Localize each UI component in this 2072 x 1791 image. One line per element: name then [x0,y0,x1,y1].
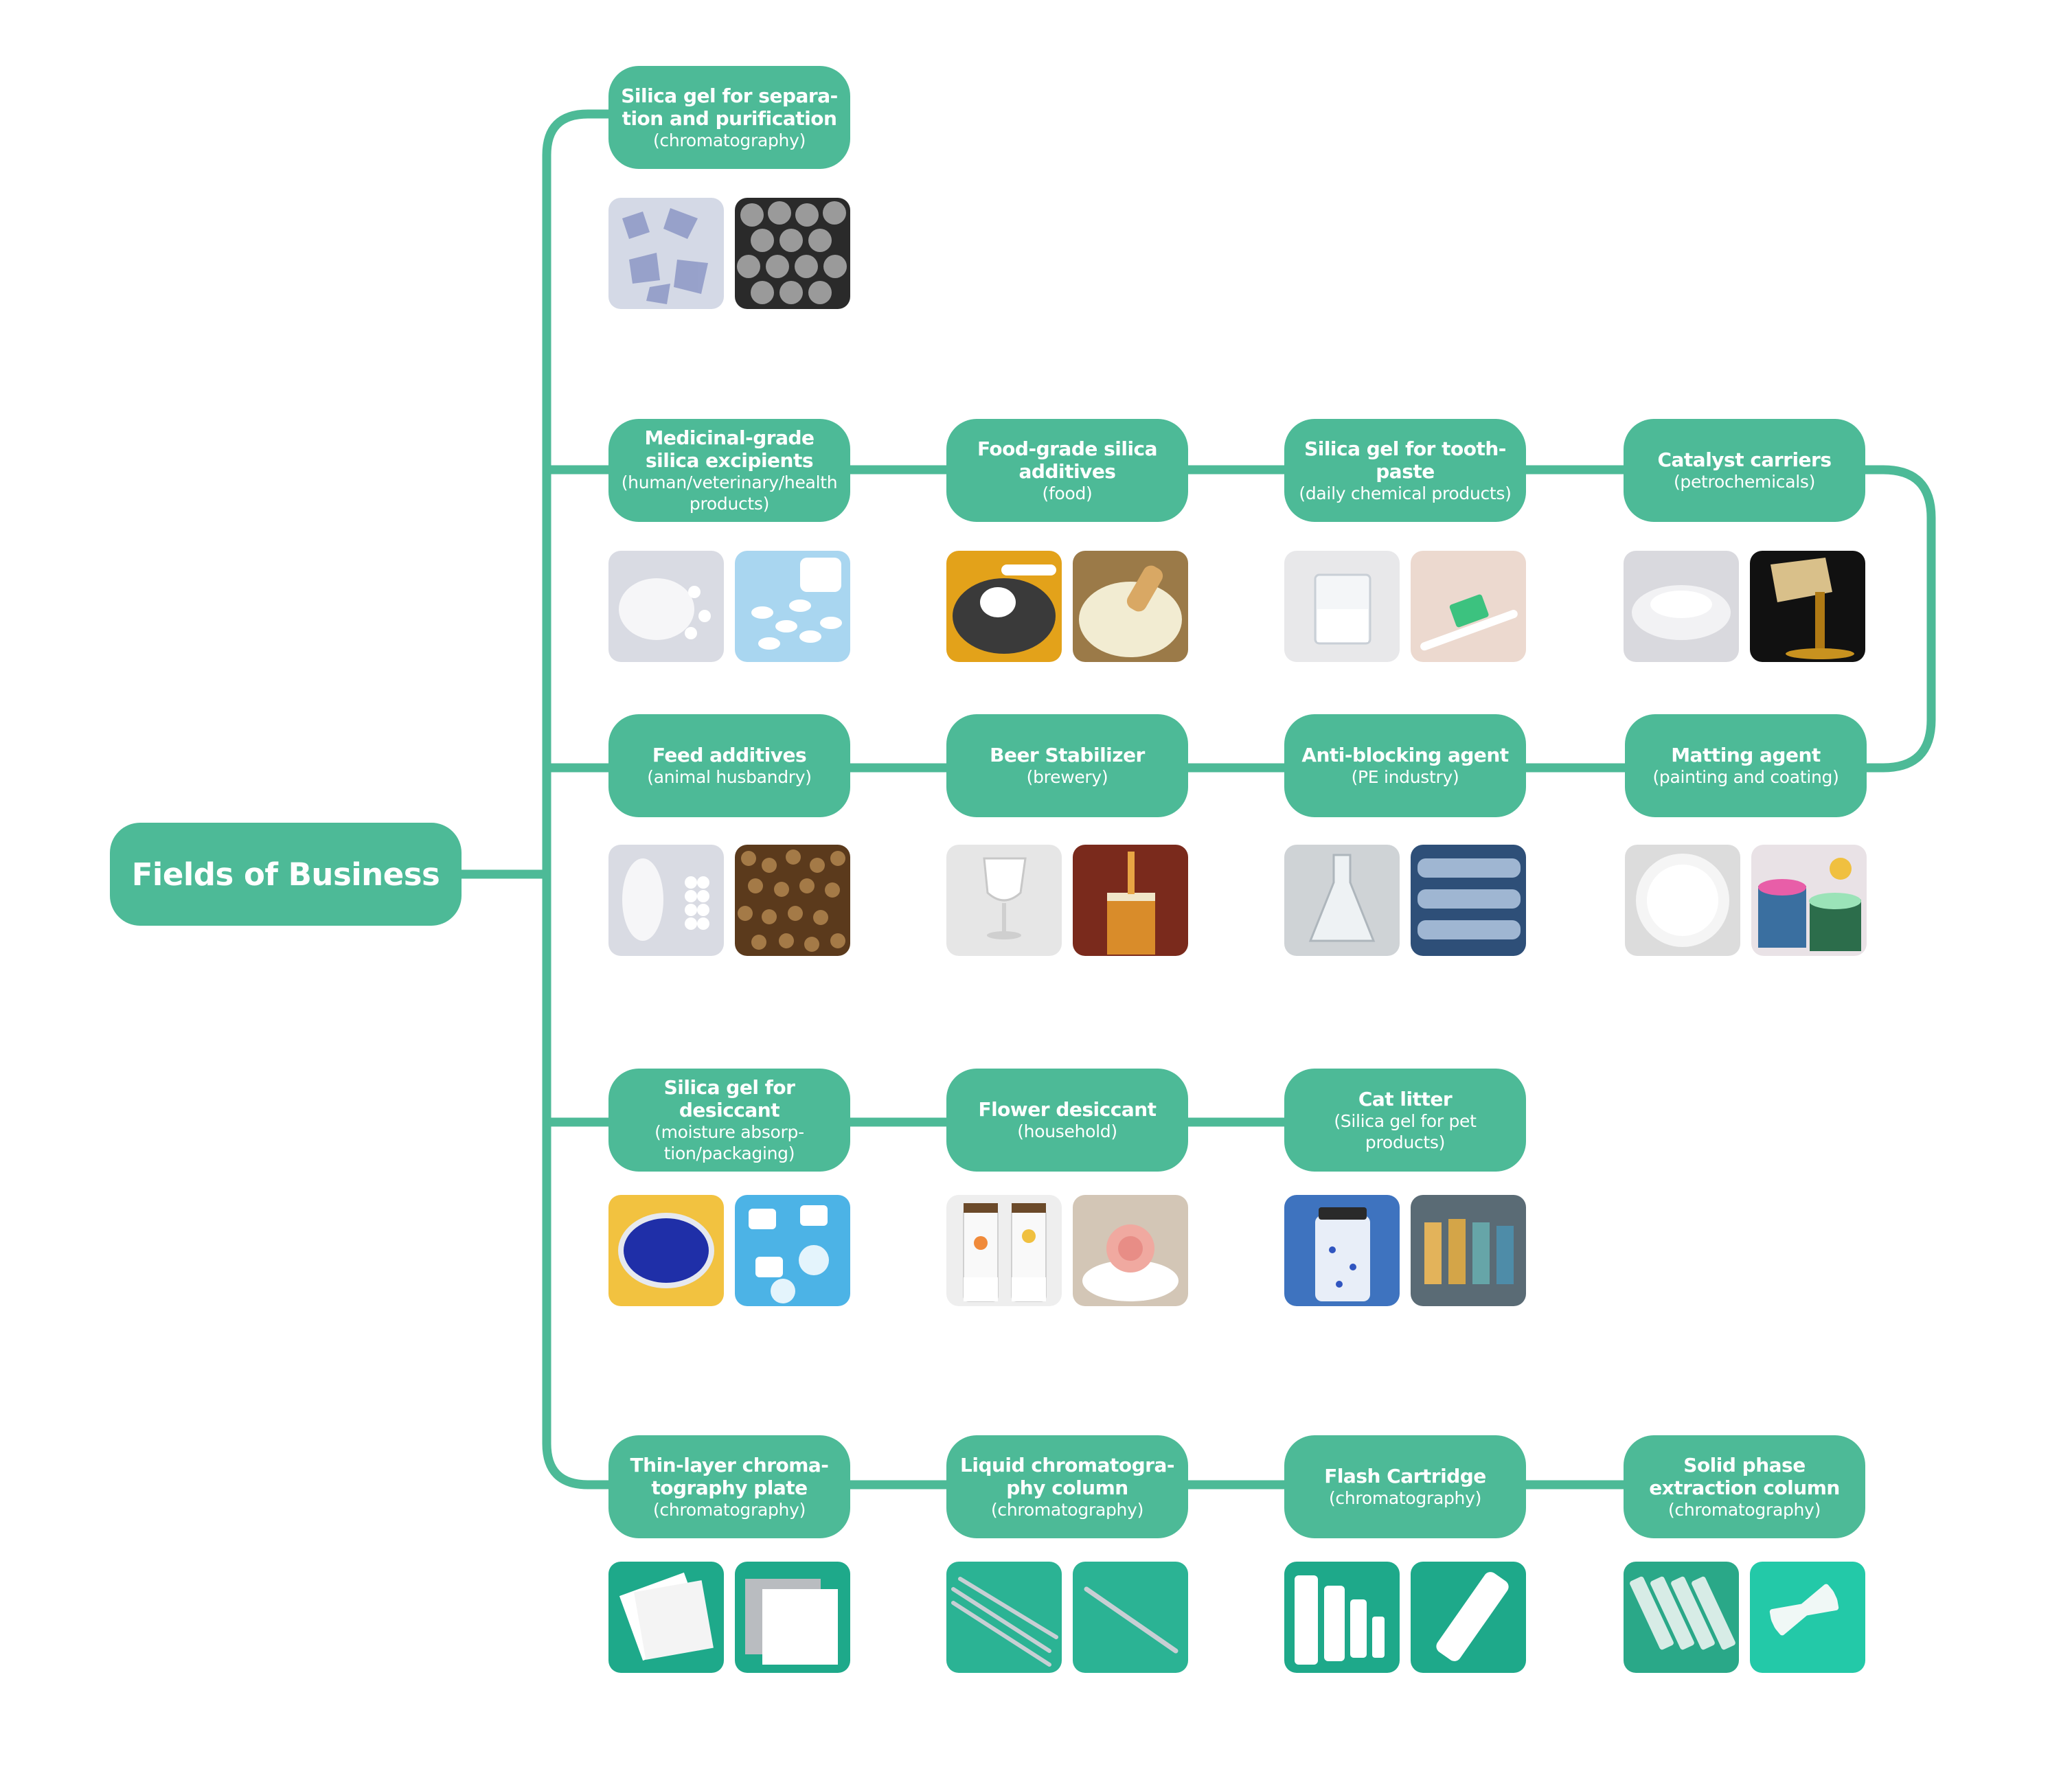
hplc-columns-icon [946,1562,1062,1673]
silica-microspheres-icon [735,198,850,309]
node-toothpaste: Silica gel for tooth-paste (daily chemic… [1284,419,1526,522]
node-subtitle: (petrochemicals) [1673,472,1816,492]
spe-columns-icon [1624,1562,1739,1673]
beer-pour-icon [1073,845,1188,956]
node-title: Thin-layer chroma-tography plate [630,1453,829,1499]
flash-cartridge-icon [1411,1562,1526,1673]
node-subtitle: (Silica gel for pet products) [1334,1110,1477,1152]
node-subtitle: (moisture absorp-tion/packaging) [654,1122,804,1163]
node-title: Matting agent [1671,744,1821,766]
flask-icon [1284,845,1400,956]
node-subtitle: (daily chemical products) [1299,483,1512,503]
node-title: Anti-blocking agent [1301,744,1509,766]
powder-plate-icon [1625,845,1740,956]
node-title: Cat litter [1358,1087,1453,1110]
litter-jar-icon [1284,1195,1400,1306]
spe-columns-fan-icon [1750,1562,1865,1673]
node-subtitle: (chromatography) [652,130,806,150]
node-flower-desiccant: Flower desiccant (household) [946,1069,1188,1172]
litter-crystals-icon [1411,1195,1526,1306]
node-cat-litter: Cat litter (Silica gel for pet products) [1284,1069,1526,1172]
milk-powder-icon [1073,551,1188,662]
node-subtitle: (chromatography) [1667,1499,1821,1520]
desiccant-packs-icon [735,1195,850,1306]
node-catalyst-carriers: Catalyst carriers (petrochemicals) [1624,419,1865,522]
node-subtitle: (brewery) [1026,767,1108,787]
node-subtitle: (household) [1017,1121,1117,1141]
node-subtitle: (chromatography) [990,1499,1144,1520]
node-subtitle: (painting and coating) [1652,767,1839,787]
node-title: Flash Cartridge [1324,1465,1486,1487]
node-flash-cartridge: Flash Cartridge (chromatography) [1284,1435,1526,1538]
film-rolls-icon [1411,845,1526,956]
oil-pour-icon [1750,551,1865,662]
node-silica-separation: Silica gel for separa-tion and purificat… [608,66,850,169]
node-beer-stabilizer: Beer Stabilizer (brewery) [946,714,1188,817]
flash-cartridges-icon [1284,1562,1400,1673]
flower-jars-icon [946,1195,1062,1306]
paint-cans-icon [1751,845,1867,956]
silica-crystals-icon [608,198,724,309]
node-subtitle: (chromatography) [1328,1488,1482,1508]
node-title: Liquid chromatogra-phy column [960,1453,1174,1499]
node-desiccant: Silica gel for desiccant (moisture absor… [608,1069,850,1172]
powder-tablets-icon [608,845,724,956]
tlc-plate-foil-icon [735,1562,850,1673]
hplc-column-icon [1073,1562,1188,1673]
node-title: Silica gel for separa-tion and purificat… [621,84,838,130]
toothbrush-icon [1411,551,1526,662]
node-feed-additives: Feed additives (animal husbandry) [608,714,850,817]
node-title: Flower desiccant [978,1098,1157,1121]
node-lc-column: Liquid chromatogra-phy column (chromatog… [946,1435,1188,1538]
node-title: Silica gel for tooth-paste [1304,437,1506,483]
node-title: Feed additives [652,744,807,766]
node-tlc-plate: Thin-layer chroma-tography plate (chroma… [608,1435,850,1538]
beaker-powder-icon [1284,551,1400,662]
node-subtitle: (PE industry) [1351,767,1459,787]
dried-rose-icon [1073,1195,1188,1306]
measuring-scoop-icon [946,551,1062,662]
tlc-plates-icon [608,1562,724,1673]
node-subtitle: (chromatography) [652,1499,806,1520]
blue-beads-icon [608,1195,724,1306]
node-subtitle: (food) [1042,483,1093,503]
node-matting-agent: Matting agent (painting and coating) [1625,714,1867,817]
powder-dish-icon [1624,551,1739,662]
white-powder-icon [608,551,724,662]
node-title: Silica gel for desiccant [663,1076,795,1121]
pill-bottle-tablets-icon [735,551,850,662]
root-node: Fields of Business [110,823,462,926]
node-title: Beer Stabilizer [990,744,1145,766]
node-subtitle: (animal husbandry) [647,767,812,787]
node-title: Catalyst carriers [1657,448,1832,471]
node-anti-blocking: Anti-blocking agent (PE industry) [1284,714,1526,817]
root-label: Fields of Business [131,856,440,893]
feed-pellets-icon [735,845,850,956]
wine-glass-icon [946,845,1062,956]
